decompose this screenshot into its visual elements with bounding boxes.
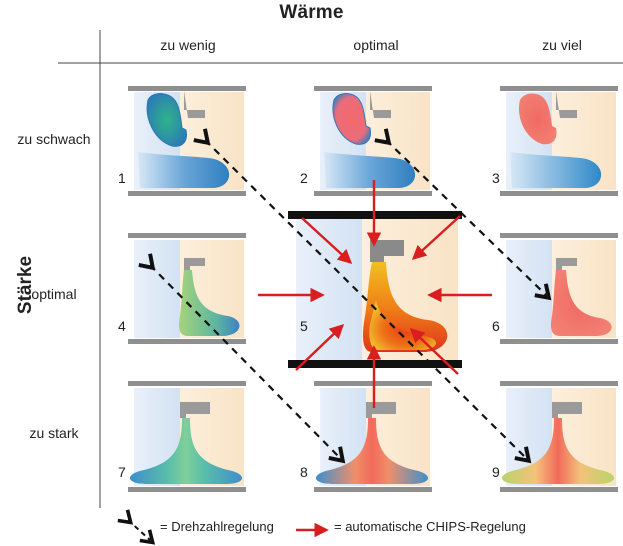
cell-2 — [314, 86, 432, 196]
row-header-zu-schwach: zu schwach — [17, 131, 91, 147]
column-header-optimal: optimal — [353, 37, 399, 53]
cell-7 — [128, 381, 246, 492]
row-header-optimal: optimal — [31, 286, 77, 302]
cell-number-9: 9 — [492, 464, 500, 480]
column-header-zu-viel: zu viel — [542, 37, 582, 53]
dashed-arrow-2-6 — [374, 128, 552, 301]
red-arrow-from-7 — [295, 324, 345, 371]
dashed-arrow-1-9 — [193, 128, 532, 464]
dashed-arrow-4-8 — [138, 253, 346, 464]
cell-number-7: 7 — [118, 464, 126, 480]
dashed-arrows — [138, 128, 552, 464]
cell-number-8: 8 — [300, 464, 308, 480]
header-title: Wärme — [279, 2, 344, 23]
red-arrow-from-3 — [411, 215, 461, 260]
legend-red-label: = automatische CHIPS-Regelung — [334, 519, 526, 534]
column-header-zu-wenig: zu wenig — [160, 37, 216, 53]
cell-6 — [500, 233, 618, 344]
red-arrow-from-9 — [409, 328, 459, 375]
legend-dashed-label: = Drehzahlregelung — [160, 519, 274, 534]
cell-1 — [128, 86, 246, 196]
row-header-zu-stark: zu stark — [29, 425, 79, 441]
cell-9 — [500, 381, 618, 492]
cell-number-3: 3 — [492, 170, 500, 186]
red-arrows — [258, 180, 492, 408]
cell-number-1: 1 — [118, 170, 126, 186]
cell-3 — [500, 86, 618, 196]
cell-4 — [128, 233, 246, 344]
cell-number-4: 4 — [118, 318, 126, 334]
red-arrow-from-1 — [301, 217, 353, 264]
cell-number-5: 5 — [300, 318, 308, 334]
cell-number-2: 2 — [300, 170, 308, 186]
cell-number-6: 6 — [492, 318, 500, 334]
legend-dashed-symbol — [117, 509, 156, 545]
